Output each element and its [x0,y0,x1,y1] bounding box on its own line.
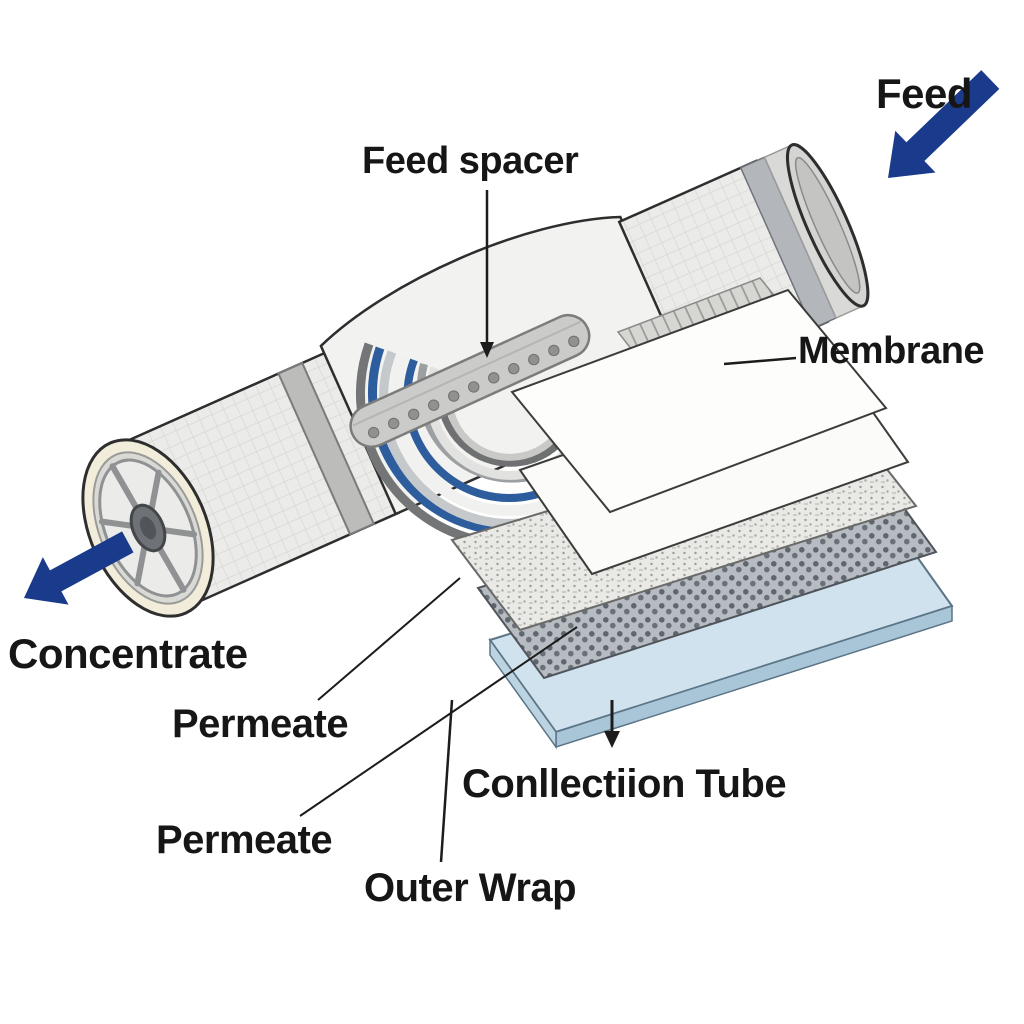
feed-spacer-label: Feed spacer [362,140,579,182]
collection-tube-label: Conllectiion Tube [462,762,787,806]
concentrate-label: Concentrate [8,630,248,677]
membrane-label: Membrane [798,330,985,372]
permeate-top-leader [317,577,461,701]
outer-wrap-label: Outer Wrap [364,866,577,910]
feed-spacer-arrowhead-icon [480,342,494,358]
permeate-bottom-leader [299,626,578,817]
membrane-leader [723,356,797,366]
feed-arrow-icon [888,70,1000,178]
collection-tube-bore [139,516,157,540]
collection-tube-arrowhead-icon [604,731,620,748]
cylinder-band [277,361,376,536]
permeate-bottom-label: Permeate [156,818,333,862]
left-end-cap [81,438,215,618]
permeate-top-label: Permeate [172,702,349,746]
right-end-cap-inner [794,156,861,294]
leader-lines [299,190,797,863]
feed-label: Feed [876,70,973,117]
concentrate-arrow-icon [24,531,134,605]
outer-wrap-leader [439,699,454,863]
tube-perforations [367,335,580,439]
perforated-collection-tube [349,313,591,449]
membrane-sheet-top [510,288,888,514]
